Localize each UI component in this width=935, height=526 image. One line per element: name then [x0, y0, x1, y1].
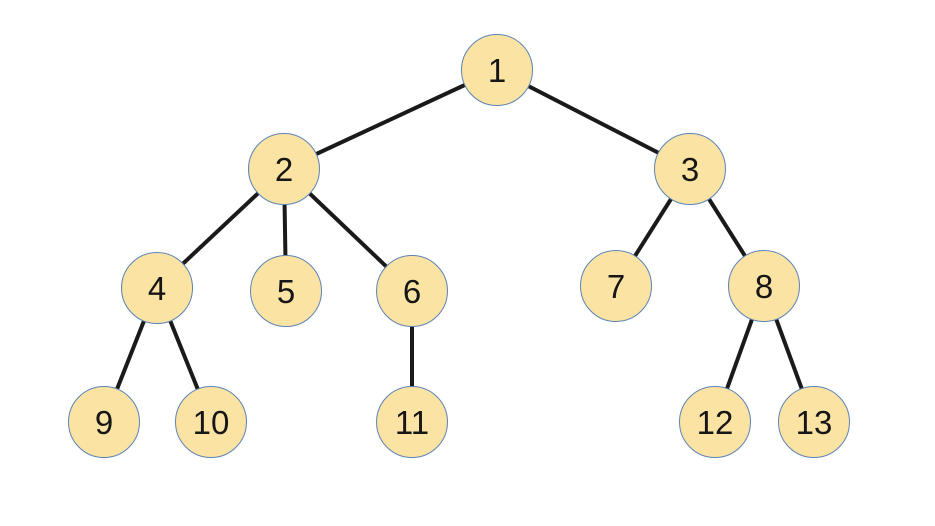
tree-node-8: 8	[728, 250, 800, 322]
tree-node-3: 3	[654, 133, 726, 205]
tree-node-label: 3	[680, 150, 700, 188]
tree-node-label: 9	[94, 403, 114, 441]
tree-node-2: 2	[248, 133, 320, 205]
tree-node-7: 7	[580, 250, 652, 322]
tree-node-label: 4	[147, 269, 167, 307]
tree-node-13: 13	[778, 386, 850, 458]
tree-node-12: 12	[679, 386, 751, 458]
tree-node-label: 6	[402, 272, 422, 310]
tree-node-label: 12	[696, 403, 734, 441]
tree-node-label: 10	[192, 403, 230, 441]
tree-node-9: 9	[68, 386, 140, 458]
tree-node-label: 13	[795, 403, 833, 441]
tree-edge-1-2	[283, 68, 498, 171]
tree-node-label: 8	[754, 267, 774, 305]
tree-node-1: 1	[461, 34, 533, 106]
tree-node-4: 4	[121, 252, 193, 324]
tree-node-label: 7	[606, 267, 626, 305]
tree-node-label: 1	[487, 51, 507, 89]
tree-node-11: 11	[376, 386, 448, 458]
tree-node-label: 11	[394, 403, 430, 441]
tree-node-6: 6	[376, 255, 448, 327]
tree-node-5: 5	[250, 255, 322, 327]
tree-node-label: 2	[274, 150, 294, 188]
tree-node-label: 5	[276, 272, 296, 310]
tree-node-10: 10	[175, 386, 247, 458]
